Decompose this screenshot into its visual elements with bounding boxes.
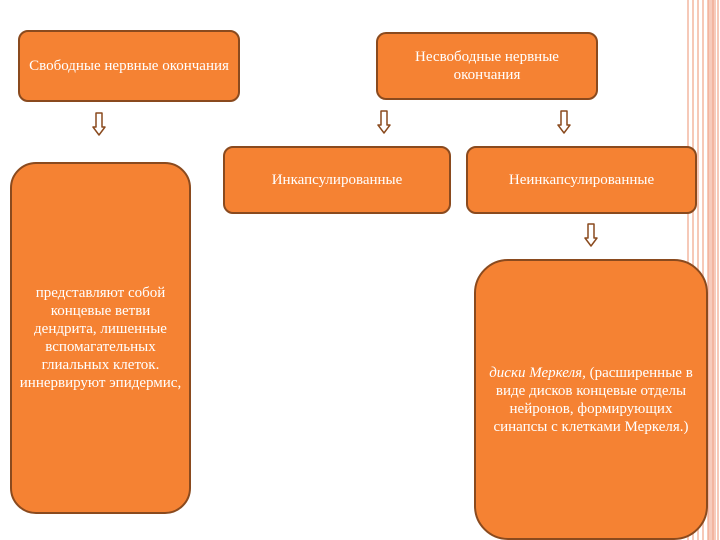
nonfree-endings-box: Несвободные нервные окончания bbox=[376, 32, 598, 100]
nonencapsulated-box: Неинкапсулированные bbox=[466, 146, 697, 214]
stripe-edge bbox=[708, 0, 716, 540]
arrow-down-icon bbox=[584, 223, 598, 247]
merkel-discs-title: диски Меркеля, bbox=[489, 364, 586, 381]
merkel-discs-description: диски Меркеля, (расширенные в виде диско… bbox=[486, 364, 696, 436]
merkel-discs-box: диски Меркеля, (расширенные в виде диско… bbox=[474, 259, 708, 540]
encapsulated-box: Инкапсулированные bbox=[223, 146, 451, 214]
encapsulated-label: Инкапсулированные bbox=[271, 172, 403, 188]
arrow-down-icon bbox=[92, 112, 106, 136]
arrow-down-icon bbox=[377, 110, 391, 134]
merkel-discs-text: (расширенные в виде дисков концевые отде… bbox=[493, 364, 693, 435]
nonfree-endings-label: Несвободные нервные окончания bbox=[415, 49, 559, 83]
free-endings-label: Свободные нервные окончания bbox=[29, 58, 229, 74]
free-endings-description-box: представляют собой концевые ветви дендри… bbox=[10, 162, 191, 514]
free-endings-box: Свободные нервные окончания bbox=[18, 30, 240, 102]
arrow-down-icon bbox=[557, 110, 571, 134]
nonencapsulated-label: Неинкапсулированные bbox=[508, 172, 655, 188]
free-endings-description: представляют собой концевые ветви дендри… bbox=[19, 285, 182, 391]
